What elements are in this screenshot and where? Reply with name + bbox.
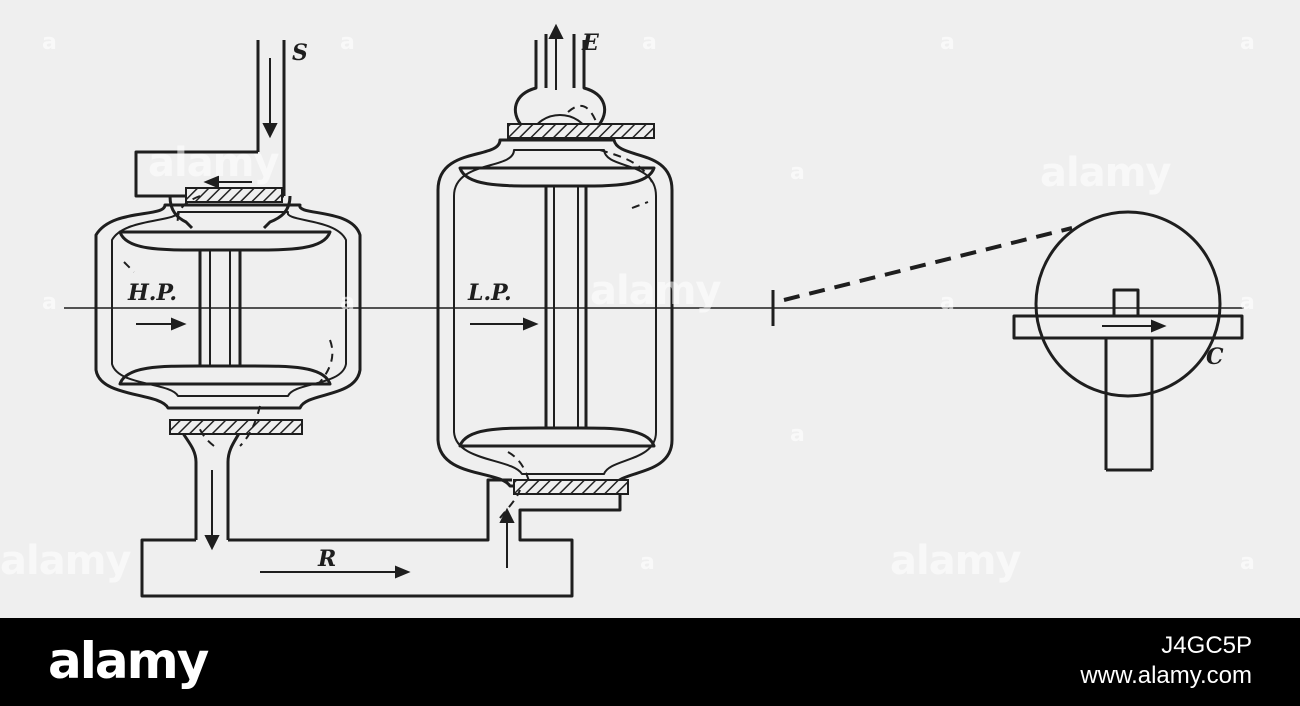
watermark-dot: a	[640, 550, 655, 575]
watermark-dot: a	[42, 290, 57, 315]
footer-logo[interactable]: alamy	[48, 632, 209, 690]
watermark-dot: a	[340, 30, 355, 55]
watermark-dot: a	[790, 160, 805, 185]
watermark-logo: alamy	[1040, 150, 1171, 196]
label-r: R	[317, 546, 336, 572]
watermark-logo: alamy	[0, 538, 131, 584]
hp-flow-path	[123, 195, 334, 447]
flow-arrows	[136, 23, 1167, 579]
watermark-dot: a	[42, 30, 57, 55]
lp-exhaust-valve	[507, 123, 655, 139]
label-c: C	[1206, 344, 1224, 370]
watermark-dot: a	[940, 30, 955, 55]
lp-piston	[458, 166, 656, 448]
label-lp: L.P.	[467, 280, 512, 306]
hp-outlet-valve	[169, 419, 303, 435]
label-s: S	[292, 40, 308, 66]
watermark-logo: alamy	[590, 268, 721, 314]
exhaust-pipe	[544, 34, 576, 88]
watermark-logo: alamy	[890, 538, 1021, 584]
hp-inlet-valve	[185, 187, 283, 203]
watermark-logo: alamy	[148, 140, 279, 186]
crank-wheel	[1012, 210, 1244, 472]
watermark-dot: a	[1240, 290, 1255, 315]
lp-flow-path	[499, 104, 653, 519]
label-hp: H.P.	[127, 280, 177, 306]
footer-url[interactable]: www.alamy.com	[1080, 662, 1252, 689]
image-id: J4GC5P	[1161, 632, 1252, 659]
watermark-dot: a	[642, 30, 657, 55]
compound-engine-diagram: S E H.P. L.P. R C	[64, 23, 1244, 598]
watermark-dot: a	[1240, 550, 1255, 575]
footer-bar: alamy J4GC5P www.alamy.com	[0, 618, 1300, 706]
watermark-dot: a	[340, 290, 355, 315]
lp-inlet-valve	[513, 479, 629, 495]
watermark-dot: a	[940, 290, 955, 315]
watermark-dot: a	[790, 422, 805, 447]
high-pressure-cylinder	[94, 195, 362, 540]
connecting-rod-dashed	[783, 226, 1073, 302]
watermark-dot: a	[1240, 30, 1255, 55]
label-e: E	[581, 30, 600, 56]
